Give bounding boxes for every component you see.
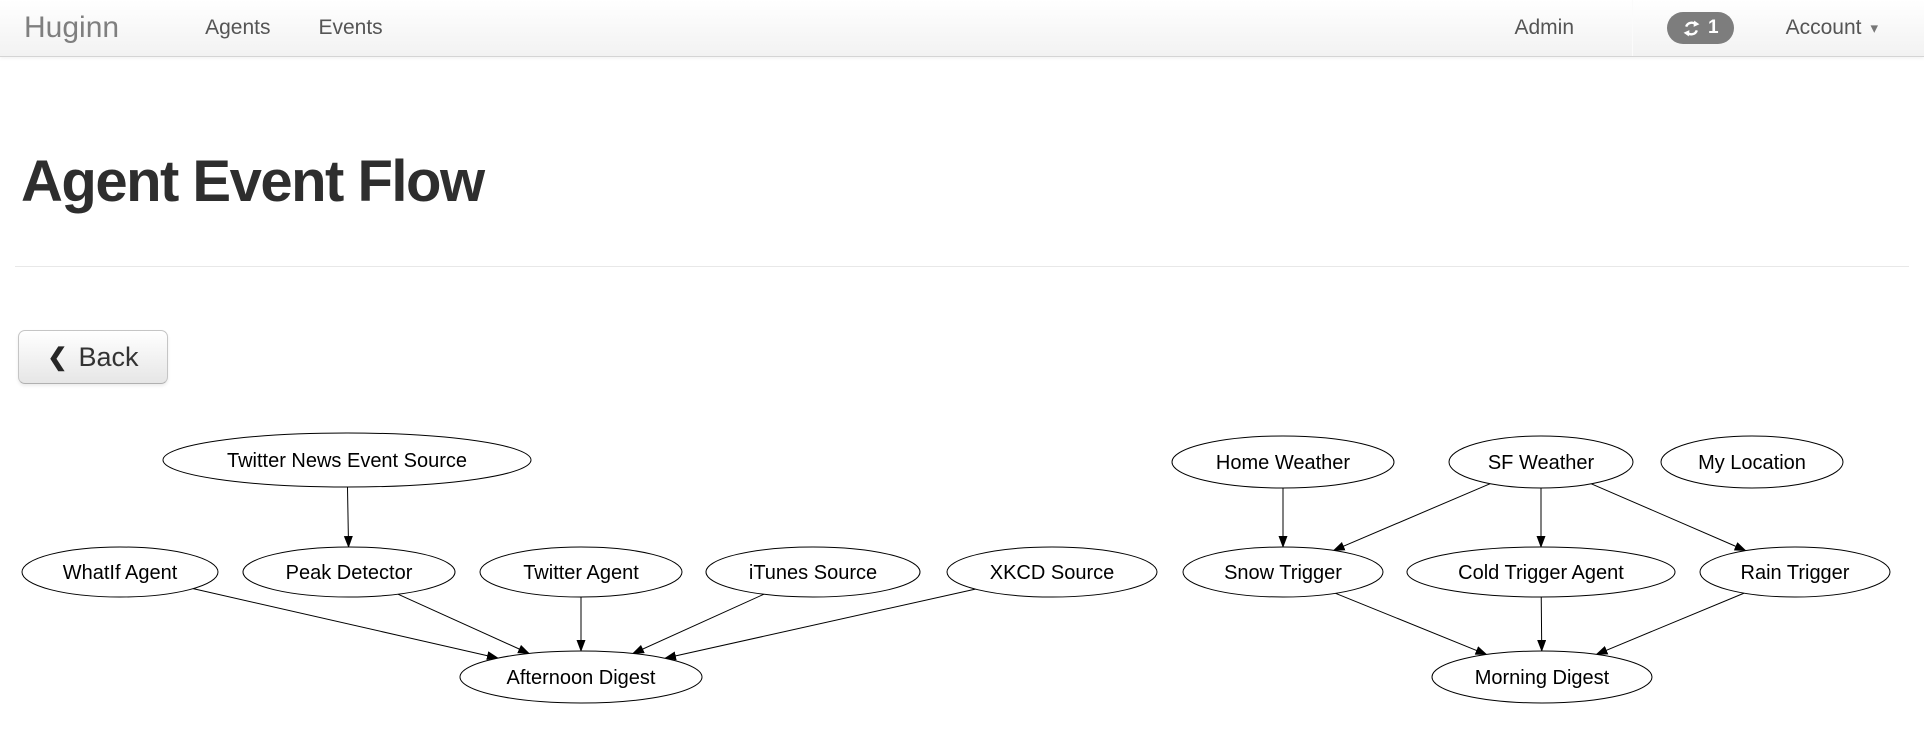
graph-node-label: Rain Trigger	[1741, 562, 1850, 584]
navbar: Huginn Agents Events Admin 1 Account ▾	[0, 0, 1924, 57]
graph-node-label: My Location	[1698, 452, 1806, 474]
graph-node-label: Peak Detector	[286, 562, 413, 584]
graph-node-whatif-agent[interactable]: WhatIf Agent	[21, 546, 219, 598]
graph-edge-twitter-news-event-source-to-peak-detector	[343, 486, 353, 549]
graph-node-morning-digest[interactable]: Morning Digest	[1431, 650, 1653, 704]
graph-node-label: WhatIf Agent	[63, 562, 178, 584]
graph-node-label: Cold Trigger Agent	[1458, 562, 1624, 584]
page-title: Agent Event Flow	[21, 149, 485, 214]
graph-node-sf-weather[interactable]: SF Weather	[1448, 435, 1634, 489]
brand-link[interactable]: Huginn	[24, 11, 120, 44]
graph-node-label: Home Weather	[1216, 452, 1350, 474]
navbar-divider	[1632, 0, 1633, 56]
chevron-left-icon: ❮	[47, 343, 68, 371]
graph-node-afternoon-digest[interactable]: Afternoon Digest	[459, 650, 703, 704]
nav-item-events[interactable]: Events	[318, 16, 383, 39]
back-button[interactable]: ❮ Back	[18, 330, 168, 384]
graph-node-label: Morning Digest	[1475, 667, 1610, 689]
graph-node-label: Snow Trigger	[1224, 562, 1342, 584]
graph-node-label: Afternoon Digest	[507, 667, 656, 689]
graph-edge-sf-weather-to-snow-trigger	[1332, 483, 1491, 551]
graph-node-label: Twitter Agent	[523, 562, 639, 584]
graph-edge-cold-trigger-agent-to-morning-digest	[1537, 596, 1547, 653]
graph-edge-rain-trigger-to-morning-digest	[1595, 592, 1745, 655]
title-divider	[15, 266, 1909, 267]
account-menu[interactable]: Account ▾	[1786, 16, 1878, 40]
graph-node-peak-detector[interactable]: Peak Detector	[242, 546, 456, 598]
graph-node-label: XKCD Source	[990, 562, 1115, 584]
graph-node-label: iTunes Source	[749, 562, 877, 584]
graph-node-snow-trigger[interactable]: Snow Trigger	[1182, 546, 1384, 598]
jobs-count: 1	[1708, 17, 1719, 38]
account-label: Account	[1785, 16, 1862, 39]
graph-edge-sf-weather-to-rain-trigger	[1591, 483, 1747, 552]
graph-node-home-weather[interactable]: Home Weather	[1171, 435, 1395, 489]
graph-node-my-location[interactable]: My Location	[1660, 435, 1844, 489]
graph-edge-snow-trigger-to-morning-digest	[1335, 592, 1488, 656]
back-button-label: Back	[78, 341, 139, 372]
graph-edge-itunes-source-to-afternoon-digest	[631, 593, 765, 654]
graph-node-label: Twitter News Event Source	[227, 450, 467, 472]
graph-node-itunes-source[interactable]: iTunes Source	[705, 546, 921, 598]
graph-node-xkcd-source[interactable]: XKCD Source	[946, 546, 1158, 598]
nav-item-admin[interactable]: Admin	[1514, 16, 1574, 39]
caret-down-icon: ▾	[1870, 19, 1878, 37]
graph-edge-whatif-agent-to-afternoon-digest	[192, 588, 499, 661]
graph-node-twitter-news-event-source[interactable]: Twitter News Event Source	[162, 432, 532, 488]
graph-edge-peak-detector-to-afternoon-digest	[397, 593, 531, 654]
graph-node-cold-trigger-agent[interactable]: Cold Trigger Agent	[1406, 546, 1676, 598]
graph-node-twitter-agent[interactable]: Twitter Agent	[479, 546, 683, 598]
nav-item-agents[interactable]: Agents	[205, 16, 271, 39]
refresh-icon	[1682, 19, 1701, 38]
graph-node-rain-trigger[interactable]: Rain Trigger	[1699, 546, 1891, 598]
graph-edge-xkcd-source-to-afternoon-digest	[663, 588, 976, 661]
graph-node-label: SF Weather	[1488, 452, 1595, 474]
jobs-badge[interactable]: 1	[1667, 12, 1734, 44]
